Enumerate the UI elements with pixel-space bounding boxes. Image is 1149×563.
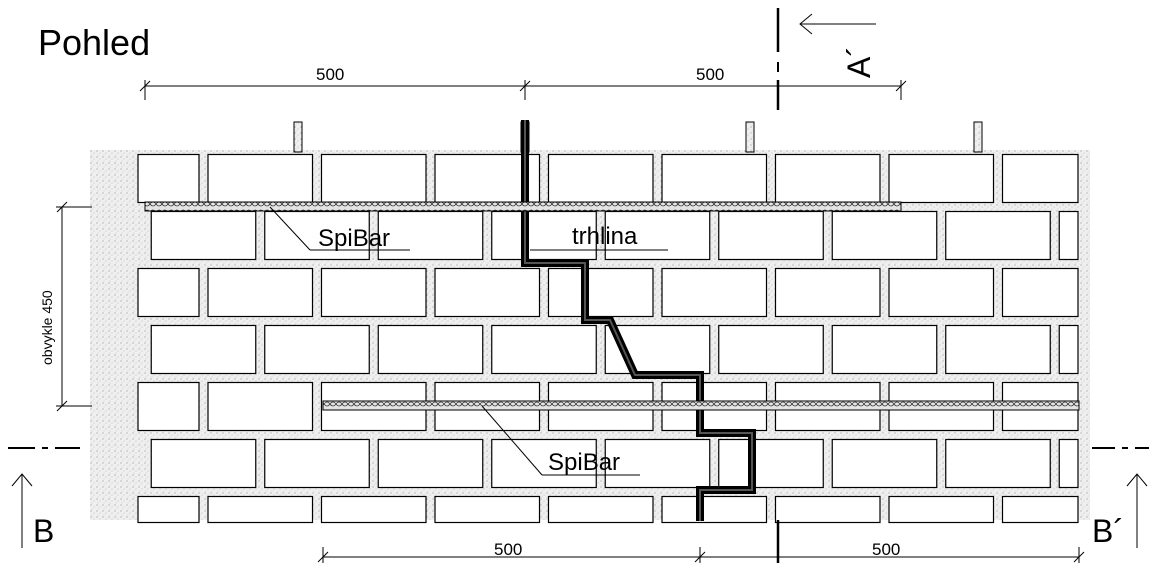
brick (207, 153, 314, 204)
brick (888, 267, 995, 318)
crack-label: trhlina (572, 223, 638, 250)
section-a-label: A´ (841, 46, 877, 78)
brick (888, 495, 995, 524)
brick (434, 495, 541, 524)
brick (137, 381, 200, 432)
brick (547, 495, 654, 524)
brick (945, 210, 1051, 261)
mortar-joint (973, 121, 983, 153)
brick (774, 495, 881, 524)
brick (661, 153, 768, 204)
spibar-upper-bar (144, 201, 902, 212)
brick (1001, 153, 1079, 204)
bottom-dimension: 500 500 (317, 540, 1085, 563)
brick (207, 267, 314, 318)
brick (377, 324, 484, 375)
spibar-lower-label: SpiBar (548, 449, 620, 476)
spibar-upper-callout: SpiBar (269, 206, 410, 252)
brick (320, 495, 427, 524)
brick (137, 153, 200, 204)
brick (718, 210, 824, 261)
spibar-upper-label: SpiBar (318, 225, 390, 252)
brick (150, 438, 257, 489)
brick (547, 153, 654, 204)
mortar-joint (745, 121, 755, 153)
brick (661, 267, 768, 318)
section-b-left-label: B (33, 513, 54, 549)
brick-wall (90, 121, 1090, 524)
brick (150, 324, 257, 375)
brick (320, 267, 427, 318)
brick (661, 495, 768, 524)
dim-vertical: obvykle 450 (39, 290, 55, 365)
brick (547, 267, 654, 318)
brick (137, 495, 200, 524)
brick (945, 438, 1051, 489)
crack-inner-line (524, 120, 753, 521)
brick (207, 495, 314, 524)
brick (774, 153, 881, 204)
brick (264, 324, 370, 375)
section-a-arrowhead (799, 13, 813, 35)
brick (377, 438, 484, 489)
brick (150, 210, 257, 261)
section-b-right-arrowhead (1126, 473, 1148, 487)
brick (831, 438, 938, 489)
dim-top-left: 500 (316, 65, 344, 84)
brick (604, 210, 711, 261)
dim-bottom-right: 500 (872, 540, 900, 559)
section-b-right-label: B´ (1092, 513, 1124, 549)
brick (320, 153, 427, 204)
mortar-joint (293, 121, 303, 153)
top-dimension: 500 500 (139, 65, 907, 100)
brick (137, 267, 200, 318)
brick (491, 438, 597, 489)
brick (888, 153, 995, 204)
brick (264, 438, 370, 489)
brick (377, 210, 484, 261)
brick (491, 324, 597, 375)
brick (604, 438, 711, 489)
brick (1058, 438, 1079, 489)
brick (491, 210, 597, 261)
brick (1001, 267, 1079, 318)
brick (831, 210, 938, 261)
drawing-title: Pohled (38, 22, 150, 63)
brick (1058, 210, 1079, 261)
brick (945, 324, 1051, 375)
section-b-left-mark: B (8, 447, 80, 549)
section-a-mark: A´ (776, 8, 877, 563)
section-b-right-mark: B´ (1092, 447, 1149, 549)
brick (831, 324, 938, 375)
brick (718, 324, 824, 375)
crack-callout: trhlina (530, 223, 668, 251)
brick (774, 267, 881, 318)
brick (1058, 324, 1079, 375)
section-b-left-arrowhead (11, 473, 33, 487)
brick (207, 381, 314, 432)
brick (434, 267, 541, 318)
vertical-dimension: obvykle 450 (39, 201, 92, 412)
brick (718, 438, 824, 489)
spibar-lower-bar (322, 400, 1080, 411)
brick (1001, 495, 1079, 524)
dim-top-right: 500 (696, 65, 724, 84)
spibar-lower-callout: SpiBar (481, 405, 640, 476)
dim-bottom-left: 500 (494, 540, 522, 559)
